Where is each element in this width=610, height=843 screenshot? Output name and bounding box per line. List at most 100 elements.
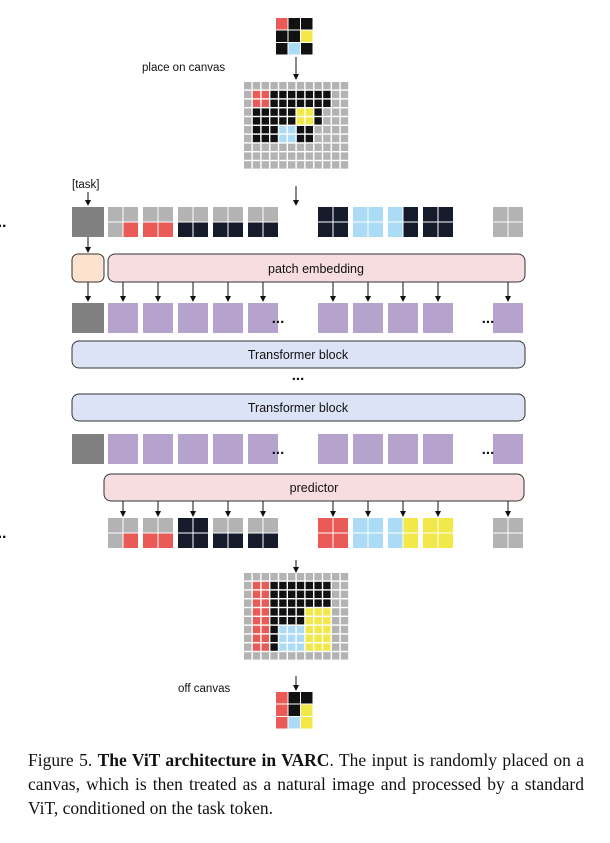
output-patch-row: ...... — [0, 518, 523, 548]
input-canvas-cell — [323, 161, 331, 169]
patch-cell — [333, 533, 348, 548]
patch-cell — [143, 533, 158, 548]
embedded-token — [388, 303, 418, 333]
patch-cell — [228, 207, 243, 222]
output-canvas-cell — [252, 634, 261, 642]
input-canvas-cell — [296, 134, 305, 143]
input-canvas-cell — [244, 134, 252, 143]
output-grid-cell — [276, 692, 288, 704]
input-canvas-cell — [314, 90, 322, 99]
output-canvas-cell — [305, 573, 313, 581]
output-patch — [423, 518, 453, 548]
output-canvas-cell — [279, 590, 287, 598]
patch-cell — [493, 207, 508, 222]
output-canvas-cell — [323, 608, 331, 616]
output-patch — [178, 518, 208, 548]
embedded-token — [178, 303, 208, 333]
input-canvas-cell — [252, 108, 261, 116]
patch-cell — [403, 518, 418, 533]
patch-embedding-label: patch embedding — [268, 262, 364, 276]
input-grid-cell — [301, 30, 313, 42]
patch-cell — [368, 518, 383, 533]
output-ellipsis: ... — [0, 525, 6, 542]
output-token — [213, 434, 243, 464]
patch-cell — [318, 518, 333, 533]
patch-cell — [388, 222, 403, 237]
input-canvas-cell — [270, 161, 278, 169]
output-canvas-cell — [296, 599, 305, 607]
output-canvas-cell — [296, 581, 305, 590]
output-canvas-cell — [323, 617, 331, 625]
input-canvas-cell — [279, 126, 287, 134]
input-canvas-cell — [314, 152, 322, 160]
input-canvas-cell — [332, 161, 340, 169]
input-canvas-cell — [340, 82, 349, 90]
input-grid-cell — [288, 18, 300, 30]
input-canvas-cell — [244, 99, 252, 107]
input-grid-cell — [276, 43, 288, 55]
task-token — [72, 303, 104, 333]
output-canvas-cell — [340, 608, 349, 616]
input-canvas-cell — [244, 143, 252, 151]
input-canvas-cell — [279, 143, 287, 151]
output-canvas-cell — [279, 599, 287, 607]
output-canvas-cell — [288, 617, 296, 625]
output-canvas-cell — [270, 581, 278, 590]
output-patch — [213, 518, 243, 548]
output-canvas-cell — [314, 608, 322, 616]
output-canvas-cell — [261, 599, 269, 607]
patch-cell — [108, 207, 123, 222]
input-canvas-cell — [244, 82, 252, 90]
input-patch — [388, 207, 418, 237]
input-canvas-cell — [296, 90, 305, 99]
patch-cell — [508, 207, 523, 222]
output-canvas-cell — [244, 634, 252, 642]
input-patch — [143, 207, 173, 237]
input-canvas-cell — [332, 152, 340, 160]
input-canvas-cell — [244, 90, 252, 99]
input-canvas-cell — [332, 126, 340, 134]
input-canvas-cell — [279, 82, 287, 90]
input-canvas-cell — [252, 134, 261, 143]
input-canvas-cell — [296, 117, 305, 125]
patch-cell — [213, 533, 228, 548]
patch-cell — [178, 533, 193, 548]
patch-cell — [388, 518, 403, 533]
output-canvas-cell — [252, 617, 261, 625]
output-canvas-cell — [305, 608, 313, 616]
arrows — [85, 57, 511, 691]
output-grid — [276, 692, 313, 729]
output-canvas-cell — [261, 573, 269, 581]
input-canvas-cell — [305, 152, 313, 160]
input-canvas-cell — [252, 143, 261, 151]
input-patch — [213, 207, 243, 237]
patch-cell — [368, 207, 383, 222]
patch-cell — [368, 533, 383, 548]
input-canvas-cell — [270, 126, 278, 134]
output-canvas-cell — [323, 573, 331, 581]
input-canvas-cell — [288, 82, 296, 90]
input-canvas-cell — [305, 108, 313, 116]
output-canvas-cell — [288, 652, 296, 660]
output-canvas-cell — [296, 617, 305, 625]
patch-cell — [158, 207, 173, 222]
input-canvas-cell — [340, 126, 349, 134]
output-canvas-cell — [296, 643, 305, 651]
output-canvas-cell — [270, 625, 278, 634]
output-token-row: ...... — [72, 434, 523, 464]
input-canvas-cell — [252, 126, 261, 134]
varc-architecture-diagram: place on canvas [task] ...... patch embe… — [0, 18, 526, 729]
patch-cell — [143, 222, 158, 237]
patch-cell — [508, 518, 523, 533]
output-canvas-cell — [305, 652, 313, 660]
input-canvas-cell — [296, 161, 305, 169]
patch-cell — [158, 222, 173, 237]
input-canvas-cell — [252, 82, 261, 90]
output-canvas-cell — [305, 634, 313, 642]
output-canvas-cell — [288, 643, 296, 651]
output-canvas-cell — [270, 652, 278, 660]
output-canvas-cell — [323, 581, 331, 590]
input-canvas-cell — [244, 161, 252, 169]
input-canvas-cell — [252, 161, 261, 169]
patch-cell — [248, 518, 263, 533]
